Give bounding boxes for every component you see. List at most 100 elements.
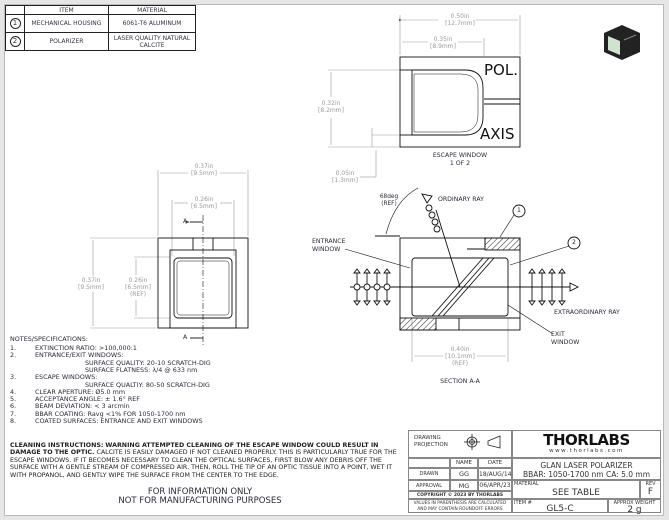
disclaimer-line-2: NOT FOR MANUFACTURING PURPOSES <box>118 496 282 506</box>
polarization-dot <box>373 283 381 291</box>
dim-offset: 0.05in <box>335 170 355 177</box>
note-text: EXTINCTION RATIO: >100,000:1 <box>35 344 137 352</box>
note-number: 5. <box>10 395 17 404</box>
dim-aperture-height-mm: [6.5mm] <box>125 284 151 291</box>
weight-value: 2 g <box>627 505 642 515</box>
rev-label: REV <box>645 481 656 487</box>
logo-url: www.thorlabs.com <box>549 448 624 454</box>
arrowhead <box>538 268 546 274</box>
cleaning-instructions: CLEANING INSTRUCTIONS: WARNING ATTEMPTED… <box>10 442 398 479</box>
date-header: DATE <box>478 458 512 468</box>
entrance-window-label: ENTRANCE <box>312 238 346 245</box>
approval-name: MG <box>450 480 478 491</box>
drawn-date: 18/AUG/14 <box>478 468 512 480</box>
arrowhead <box>373 268 381 274</box>
part-subtitle: BBAR: 1050-1700 nm CA: 5.0 mm <box>522 470 651 479</box>
arrowhead <box>363 268 371 274</box>
arrowhead <box>363 300 371 306</box>
note-text: CLEAR APERTURE: Ø5.0 mm <box>35 387 126 396</box>
ordinary-ray-label: ORDINARY RAY <box>438 196 484 203</box>
approval-date: 06/APR/23 <box>478 480 512 491</box>
dim-inner: 0.35in <box>433 36 453 43</box>
escape-window-caption: ESCAPE WINDOW <box>432 152 488 159</box>
dim-end-height-mm: [9.5mm] <box>78 284 104 291</box>
note-text: COATED SURFACES: ENTRANCE AND EXIT WINDO… <box>35 417 203 425</box>
cleaning-body: CALCITE IS EASILY DAMAGED IF NOT CLEANED… <box>10 449 397 479</box>
note-number: 2. <box>10 351 17 360</box>
arrowhead <box>353 300 361 306</box>
item-number: GL5-C <box>546 504 574 514</box>
arrowhead <box>548 268 556 274</box>
section-title: SECTION A-A <box>440 378 480 385</box>
dim-end-width: 0.37in <box>194 163 214 170</box>
dim-width: 0.50in <box>450 13 470 20</box>
section-mark-a: A <box>183 334 188 341</box>
dim-end-height: 0.37in <box>81 277 101 284</box>
approval-label: APPROVAL <box>408 480 450 491</box>
balloon: 2 <box>9 36 21 47</box>
note-number: 8. <box>10 417 17 425</box>
drawn-label: DRAWN <box>408 468 450 480</box>
balloon-1: 1 <box>517 207 521 214</box>
polarization-dot <box>353 283 361 291</box>
note-text: SURFACE QUALITY: 20-10 SCRATCH-DIG <box>85 358 211 367</box>
polarization-dot <box>363 283 371 291</box>
escape-window-caption-2: 1 OF 2 <box>449 160 471 167</box>
arrowhead <box>373 300 381 306</box>
dim-aperture-mm: [6.5mm] <box>191 203 217 210</box>
arrowhead <box>353 268 361 274</box>
note-number: 4. <box>10 387 17 396</box>
dim-length-mm: [10.1mm] <box>445 353 475 360</box>
note-number: 1. <box>10 344 17 352</box>
isometric-view-icon <box>604 25 640 60</box>
polarization-dot <box>383 283 391 291</box>
part-title: GLAN LASER POLARIZER <box>540 461 633 470</box>
arrowhead <box>528 300 536 306</box>
exit-window-label-2: WINDOW <box>551 339 580 346</box>
dim-end-width-mm: [9.5mm] <box>191 170 217 177</box>
arrowhead <box>383 300 391 306</box>
bom-material: LASER QUALITY NATURAL CALCITE <box>108 32 196 51</box>
material-label: MATERIAL <box>514 481 539 487</box>
dim-ref: (REF) <box>129 291 147 298</box>
angle-label: 68deg <box>379 194 399 200</box>
section-mark-a: A <box>183 218 188 225</box>
dim-offset-mm: [1.3mm] <box>332 177 358 184</box>
balloon: 1 <box>9 18 21 29</box>
dim-width-mm: [12.7mm] <box>445 20 475 27</box>
note-text: SURFACE QUALTIY: 80-50 SCRATCH-DIG <box>85 380 210 389</box>
item-label: ITEM # <box>514 500 532 506</box>
angle-ref: (REF) <box>381 201 397 207</box>
cleaning-warning: WARNING ATTEMPTED CLEANING OF THE ESCAPE… <box>10 442 379 457</box>
arrowhead <box>383 268 391 274</box>
projection-label: DRAWING PROJECTION <box>414 435 448 448</box>
notes-title: NOTES/SPECIFICATIONS: <box>10 335 88 343</box>
weight-label: APPROX WEIGHT <box>613 500 656 506</box>
extraordinary-ray-label: EXTRAORDINARY RAY <box>554 309 620 316</box>
dim-height: 0.32in <box>321 100 341 107</box>
engraving-pol: POL. <box>484 61 518 79</box>
note-text: BBAR COATING: Ravg <1% FOR 1050-1700 nm <box>35 409 186 418</box>
arrowhead <box>538 300 546 306</box>
name-header: NAME <box>450 458 478 468</box>
arrowhead <box>558 300 566 306</box>
note-number: 3. <box>10 373 17 382</box>
rev-value: F <box>647 487 654 497</box>
note-number: 6. <box>10 402 17 411</box>
note-number: 7. <box>10 409 17 418</box>
title-block-cells: DRAWING PROJECTION NAME DATE DRAWN GG 18… <box>408 430 661 515</box>
material-value: SEE TABLE <box>552 488 600 498</box>
arrowhead <box>528 268 536 274</box>
dim-inner-mm: [8.9mm] <box>430 43 456 50</box>
arrowhead <box>548 300 556 306</box>
note-text: BEAM DEVIATION: < 3 arcmin <box>35 402 130 411</box>
disclaimer-line-1: FOR INFORMATION ONLY <box>147 487 253 497</box>
thorlabs-logo: THORLABS <box>543 431 630 449</box>
note-text: ENTRANCE/EXIT WINDOWS: <box>35 351 124 360</box>
arrowhead <box>558 268 566 274</box>
dim-length-ref: (REF) <box>451 360 469 367</box>
values-note: VALUES IN PARENTHESIS ARE CALCULATED AND… <box>408 499 512 513</box>
note-text: ESCAPE WINDOWS: <box>35 373 98 382</box>
dim-length: 0.40in <box>450 346 470 353</box>
